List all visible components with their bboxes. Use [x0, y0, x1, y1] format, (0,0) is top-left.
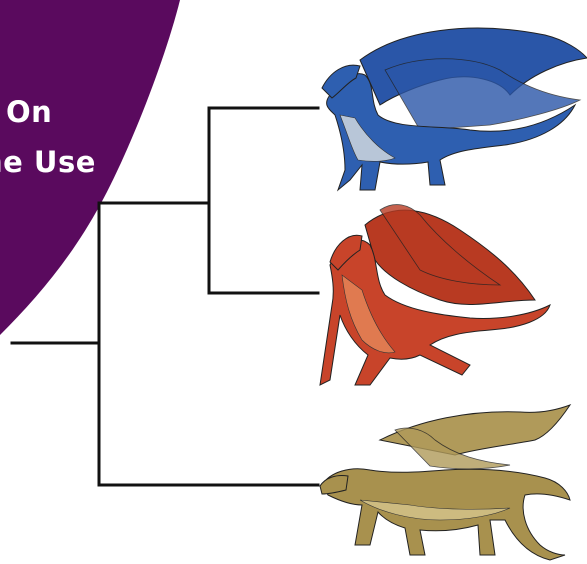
red-dragon-icon	[319, 204, 551, 386]
banner-title-line-1: On	[6, 95, 53, 129]
banner-title-line-2: he Use	[0, 145, 96, 179]
blue-dragon-icon	[321, 27, 587, 192]
tree-branches	[10, 106, 320, 487]
brass-dragon-icon	[319, 403, 572, 561]
title-banner	[0, 0, 180, 335]
